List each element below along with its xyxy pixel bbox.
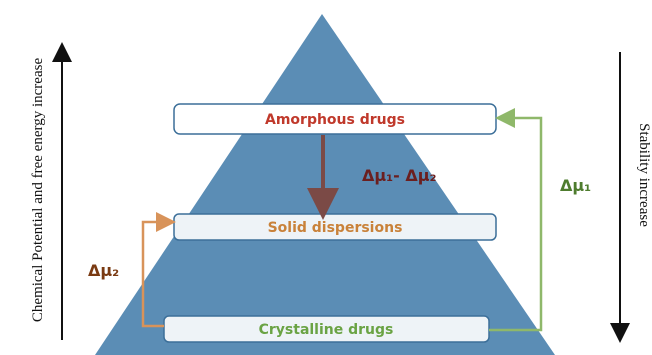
- crystalline-to-solid-arrow: [141, 212, 176, 328]
- amorphous-label: Amorphous drugs: [265, 112, 405, 128]
- crystalline-label: Crystalline drugs: [259, 322, 394, 338]
- crystalline-to-amorphous-arrow: [489, 108, 543, 332]
- delta-mu2-label: Δμ₂: [88, 261, 119, 280]
- right-axis-label: Stability increase: [636, 123, 652, 227]
- solid-dispersions-label: Solid dispersions: [268, 220, 403, 236]
- left-axis-label: Chemical Potential and free energy incre…: [30, 58, 46, 323]
- delta-diff-label: Δμ₁- Δμ₂: [362, 166, 437, 185]
- delta-mu1-label: Δμ₁: [560, 176, 591, 195]
